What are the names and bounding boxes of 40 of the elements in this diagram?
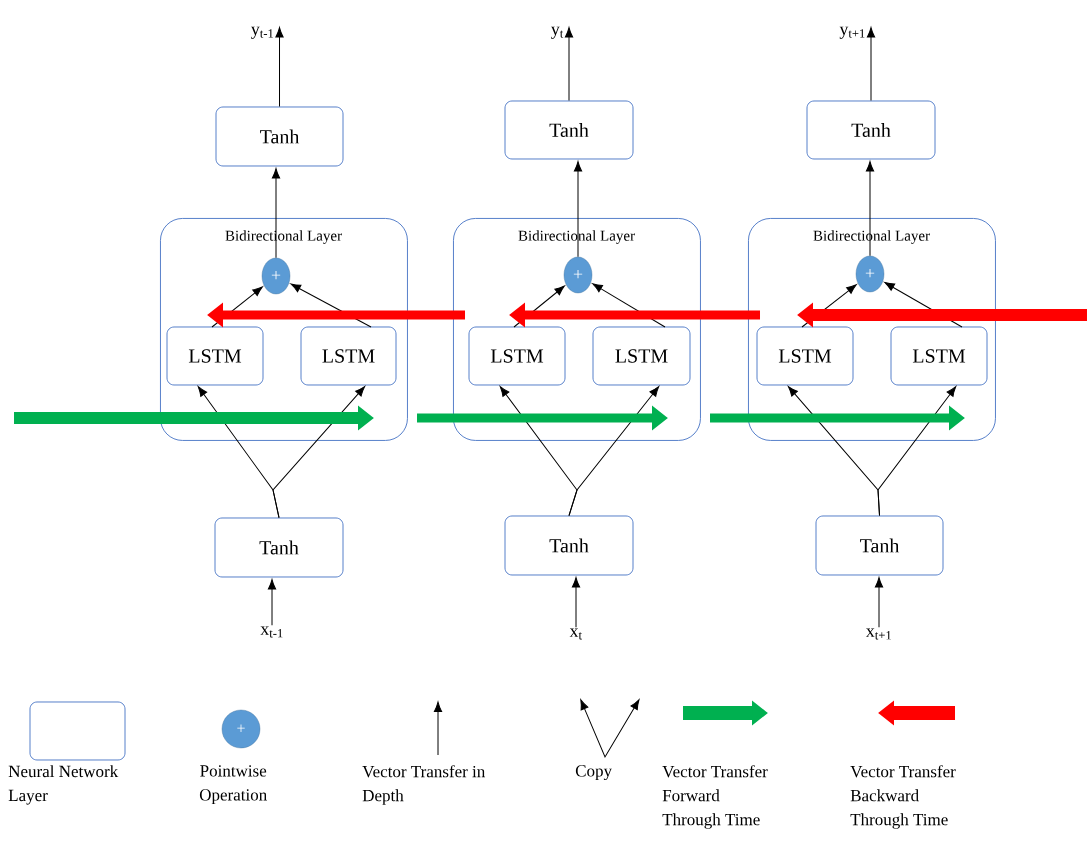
legend-text: Vector Transfer Forward Through Time xyxy=(662,765,768,829)
pointwise-operation: + xyxy=(855,255,885,293)
arrow xyxy=(865,161,875,257)
layer-box: Tanh xyxy=(815,515,944,576)
legend-text: Pointwise Operation xyxy=(199,765,267,805)
layer-box: LSTM xyxy=(890,326,988,386)
legend-text: Vector Transfer in Depth xyxy=(362,765,486,805)
arrow xyxy=(874,577,884,628)
variable-label: y$_{t}$ xyxy=(551,26,564,39)
layer-box: Tanh xyxy=(504,100,634,160)
legend-text: Neural Network Layer xyxy=(8,765,119,805)
layer-box: Tanh xyxy=(214,517,344,578)
copy-arrow xyxy=(568,386,660,517)
arrow xyxy=(267,579,277,626)
arrow xyxy=(564,27,574,102)
variable-label: x$_{t}$ xyxy=(569,628,582,640)
arrow xyxy=(275,27,284,108)
layer-box: Tanh xyxy=(504,515,634,576)
layer-box: Tanh xyxy=(806,100,936,160)
copy-arrow xyxy=(877,386,957,517)
layer-box: LSTM xyxy=(756,326,854,386)
layer-box: LSTM xyxy=(166,326,264,386)
arrow xyxy=(271,168,281,259)
layer-box: LSTM xyxy=(300,326,397,386)
legend-text: Copy xyxy=(575,765,612,781)
layer-box: Tanh xyxy=(215,106,344,167)
copy-arrow xyxy=(272,386,366,519)
layer-box: LSTM xyxy=(592,326,691,386)
layer-box: LSTM xyxy=(468,326,566,386)
plus-sign: + xyxy=(237,724,245,732)
variable-label: y$_{t+1}$ xyxy=(839,26,865,39)
pointwise-operation: + xyxy=(563,256,593,294)
legend-text: Vector Transfer Backward Through Time xyxy=(850,765,956,829)
arrow xyxy=(571,577,581,628)
variable-label: x$_{t+1}$ xyxy=(865,628,891,640)
pointwise-operation: + xyxy=(261,257,291,295)
arrow xyxy=(573,161,583,258)
variable-label: y$_{t-1}$ xyxy=(251,26,274,39)
arrow xyxy=(866,27,876,102)
variable-label: x$_{t-1}$ xyxy=(260,626,283,638)
